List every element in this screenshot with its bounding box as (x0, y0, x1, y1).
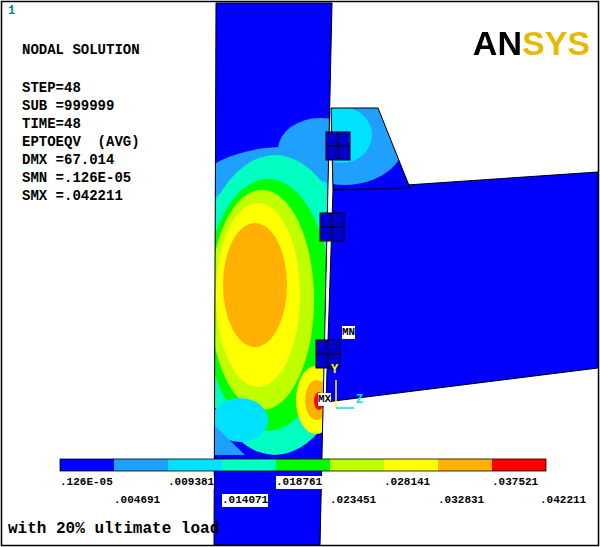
bolt-element (320, 227, 344, 228)
color-bar-value: .004691 (114, 494, 160, 507)
bolt-element (326, 132, 350, 160)
contour-band (296, 366, 336, 434)
color-bar-value: .126E-05 (60, 476, 113, 489)
max-marker: MX (318, 393, 331, 406)
axis-line (335, 380, 337, 408)
software-logo: ANSYS (473, 24, 590, 63)
max-value: SMX =.042211 (22, 188, 123, 204)
axis-label: Y (331, 364, 338, 378)
color-bar-value: .018761 (276, 476, 322, 489)
color-bar-band (492, 459, 546, 471)
axis-line (336, 407, 354, 409)
color-bar-band (384, 459, 438, 471)
color-bar-band (114, 459, 168, 471)
axis-label: Z (356, 394, 363, 408)
contour-band (204, 179, 332, 431)
contour-band (193, 155, 357, 455)
color-bar-value: .037521 (492, 476, 538, 489)
contour-band (210, 190, 314, 410)
contour-band (200, 455, 350, 547)
color-bar-frame (60, 459, 546, 471)
contour-band (216, 203, 300, 387)
time-info: TIME=48 (22, 116, 81, 132)
color-bar-value: .023451 (330, 494, 376, 507)
min-marker: MN (342, 326, 355, 339)
bolt-element (326, 146, 350, 147)
window-number: 1 (8, 5, 15, 19)
color-bar-band (438, 459, 492, 471)
contour-band (214, 425, 245, 455)
contour-band (200, 0, 350, 547)
color-bar-band (222, 459, 276, 471)
min-value: SMN =.126E-05 (22, 170, 131, 186)
color-bar-band (330, 459, 384, 471)
max-displacement: DMX =67.014 (22, 152, 114, 168)
color-bar-band (60, 459, 114, 471)
color-bar-band (168, 459, 222, 471)
bolt-element (320, 213, 344, 241)
color-bar-value: .014071 (222, 494, 268, 507)
result-quantity: EPTOEQV (AVG) (22, 134, 140, 150)
color-bar-value: .042211 (540, 494, 586, 507)
load-note: with 20% ultimate load (8, 520, 219, 538)
substep-info: SUB =999999 (22, 98, 114, 114)
color-bar-value: .028141 (384, 476, 430, 489)
step-info: STEP=48 (22, 80, 81, 96)
beam (326, 172, 598, 402)
color-bar-value: .032831 (438, 494, 484, 507)
column (214, 3, 332, 545)
bolt-element (316, 354, 340, 355)
color-bar-band (276, 459, 330, 471)
color-bar-value: .009381 (168, 476, 214, 489)
result-heading: NODAL SOLUTION (22, 42, 140, 58)
contour-band (223, 223, 287, 347)
